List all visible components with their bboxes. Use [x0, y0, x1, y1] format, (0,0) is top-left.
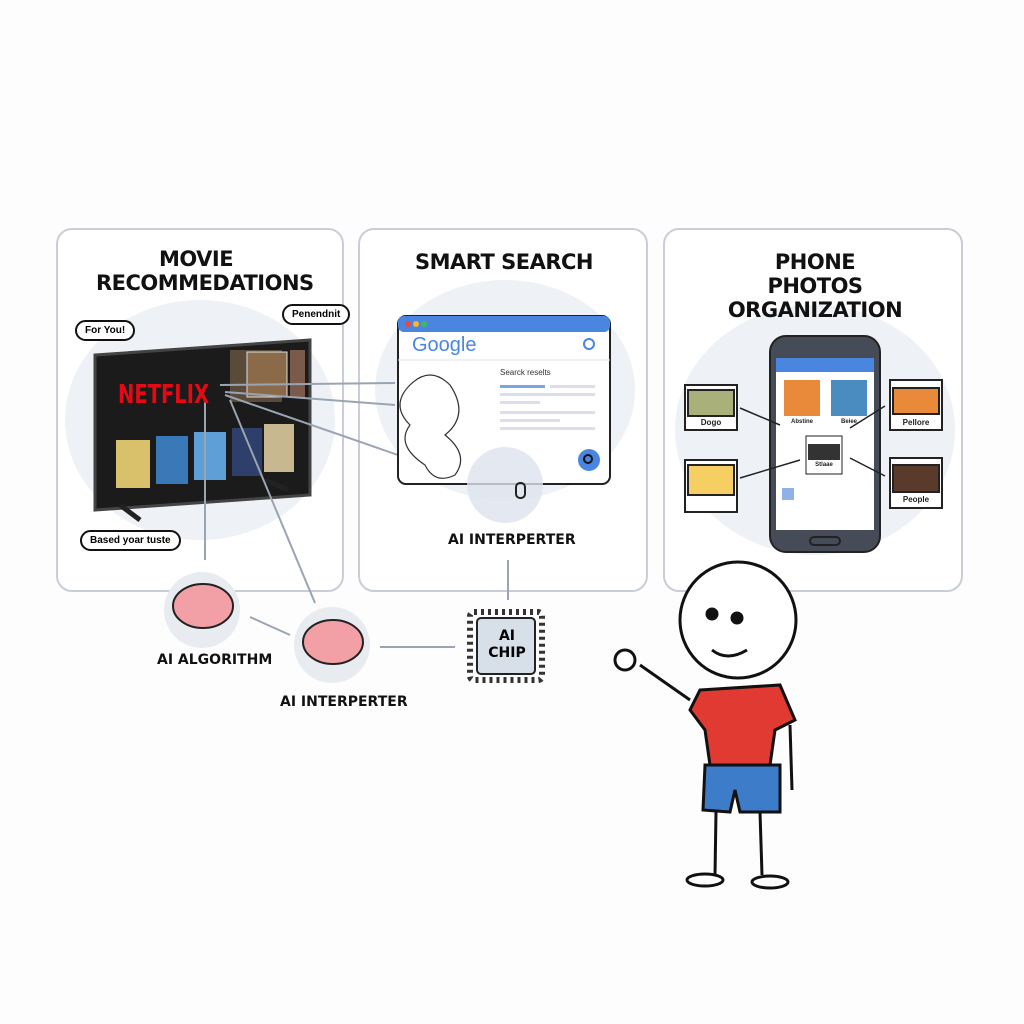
tv-icon [93, 338, 312, 522]
folder-label-pellore: Pellore [902, 418, 930, 427]
search-results-label: Searck reselts [500, 368, 551, 377]
google-logo: Google [412, 334, 477, 356]
brain-icon-algorithm [164, 572, 240, 648]
speech-bubble-for-you: For You! [75, 320, 136, 341]
folder-icons [684, 379, 943, 513]
speech-bubble-recommended: Penendnit [282, 304, 351, 325]
ai-chip-icon [467, 609, 545, 683]
speech-bubble-based-on-taste: Based yoar tuste [80, 530, 181, 551]
screen-label-1: Abstine [790, 419, 813, 425]
movie-panel-title: MOVIE RECOMMEDATIONS [96, 247, 314, 295]
search-panel-title: SMART SEARCH [414, 250, 594, 274]
ai-chip-label: AI CHIP [488, 628, 526, 661]
smartphone-icon [769, 335, 881, 553]
ai-algorithm-label: AI ALGORITHM [157, 652, 273, 668]
photos-panel-title: PHONE PHOTOS ORGANIZATION [727, 250, 903, 322]
folder-label-dogs: Dogo [700, 418, 722, 427]
netflix-logo: NETFLIX [118, 380, 209, 410]
screen-label-2: Beiee [840, 419, 857, 425]
browser-window-icon [397, 315, 611, 523]
brain-icon-interpreter [294, 607, 370, 683]
search-caption-ai-interpreter: AI INTERPERTER [448, 532, 576, 548]
ai-interpreter-label: AI INTERPERTER [280, 694, 408, 710]
folder-label-people: People [902, 495, 930, 504]
stick-figure-character [613, 560, 798, 890]
screen-label-3: Stlaae [815, 462, 833, 468]
